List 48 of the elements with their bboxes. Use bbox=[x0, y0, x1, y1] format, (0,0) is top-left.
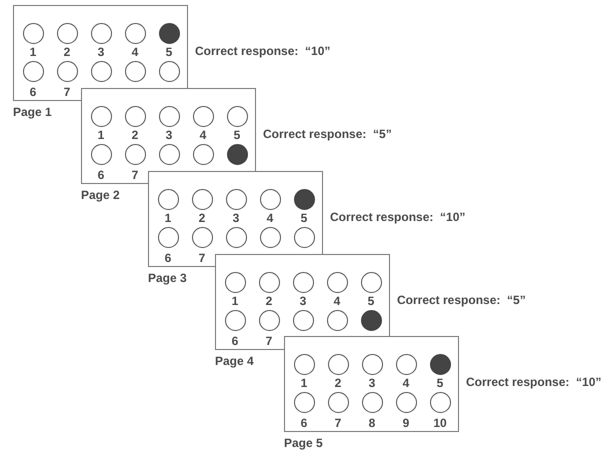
number-label: 1 bbox=[164, 211, 172, 225]
number-label: 4 bbox=[402, 376, 410, 390]
number-label: 1 bbox=[300, 376, 308, 390]
number-label: 7 bbox=[264, 334, 274, 348]
number-label: 7 bbox=[198, 251, 206, 265]
number-label: 4 bbox=[266, 211, 274, 225]
number-label: 2 bbox=[130, 128, 140, 142]
number-label: 4 bbox=[130, 45, 140, 59]
response-text: Correct response: “5” bbox=[397, 293, 526, 307]
number-label: 4 bbox=[332, 294, 342, 308]
page-label: Page 2 bbox=[81, 188, 120, 202]
response-text: Correct response: “10” bbox=[195, 44, 330, 58]
number-label: 5 bbox=[164, 45, 174, 59]
number-label: 6 bbox=[28, 85, 38, 99]
page-label: Page 5 bbox=[284, 436, 323, 450]
number-label: 10 bbox=[432, 416, 448, 430]
number-label: 2 bbox=[264, 294, 274, 308]
number-label: 2 bbox=[62, 45, 72, 59]
number-label: 2 bbox=[198, 211, 206, 225]
page-label: Page 4 bbox=[215, 354, 254, 368]
response-text: Correct response: “10” bbox=[466, 375, 602, 389]
page-label: Page 3 bbox=[148, 271, 187, 285]
response-text: Correct response: “5” bbox=[263, 127, 392, 141]
number-label: 2 bbox=[334, 376, 342, 390]
number-label: 3 bbox=[368, 376, 376, 390]
page-label: Page 1 bbox=[13, 105, 52, 119]
number-label: 4 bbox=[198, 128, 208, 142]
number-label: 1 bbox=[28, 45, 38, 59]
number-label: 3 bbox=[164, 128, 174, 142]
number-label: 6 bbox=[300, 416, 308, 430]
number-label: 8 bbox=[368, 416, 376, 430]
number-label: 5 bbox=[300, 211, 308, 225]
number-label: 6 bbox=[96, 168, 106, 182]
number-label: 7 bbox=[130, 168, 140, 182]
number-label: 1 bbox=[96, 128, 106, 142]
number-label: 3 bbox=[96, 45, 106, 59]
number-label: 3 bbox=[298, 294, 308, 308]
number-label: 6 bbox=[164, 251, 172, 265]
number-label: 5 bbox=[232, 128, 242, 142]
response-text: Correct response: “10” bbox=[330, 210, 466, 224]
number-label: 7 bbox=[62, 85, 72, 99]
number-label: 9 bbox=[402, 416, 410, 430]
number-label: 6 bbox=[230, 334, 240, 348]
number-label: 5 bbox=[366, 294, 376, 308]
number-label: 5 bbox=[436, 376, 444, 390]
number-label: 7 bbox=[334, 416, 342, 430]
number-label: 3 bbox=[232, 211, 240, 225]
number-label: 1 bbox=[230, 294, 240, 308]
